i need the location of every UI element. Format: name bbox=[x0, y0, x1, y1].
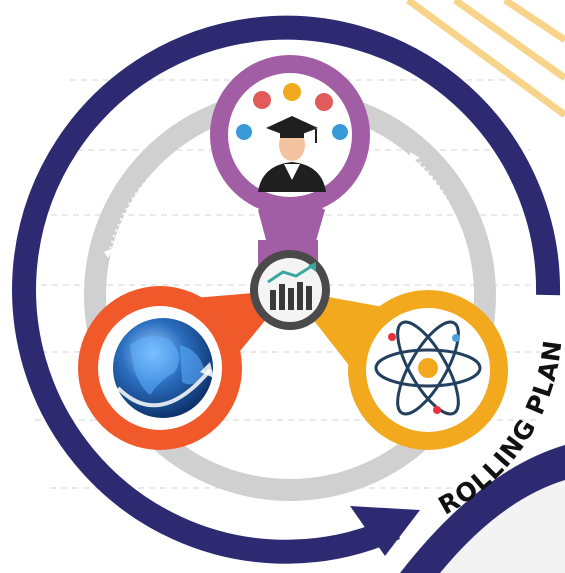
top-node bbox=[228, 73, 352, 197]
right-node bbox=[366, 308, 490, 432]
inner-ring-dotted-arrows bbox=[109, 154, 466, 470]
decorative-stripes bbox=[405, 0, 565, 118]
inner-ring-arrowheads bbox=[104, 152, 420, 464]
center-hub bbox=[250, 250, 330, 330]
banner-swoosh-light bbox=[440, 480, 565, 573]
outer-cycle-ring bbox=[12, 15, 561, 564]
left-node bbox=[98, 306, 222, 430]
cycle-arrowhead bbox=[350, 506, 420, 556]
globe-icon bbox=[113, 318, 214, 418]
graduate-icon bbox=[236, 83, 348, 192]
bar-chart-trend-icon bbox=[267, 262, 316, 310]
atom-icon bbox=[374, 320, 482, 416]
